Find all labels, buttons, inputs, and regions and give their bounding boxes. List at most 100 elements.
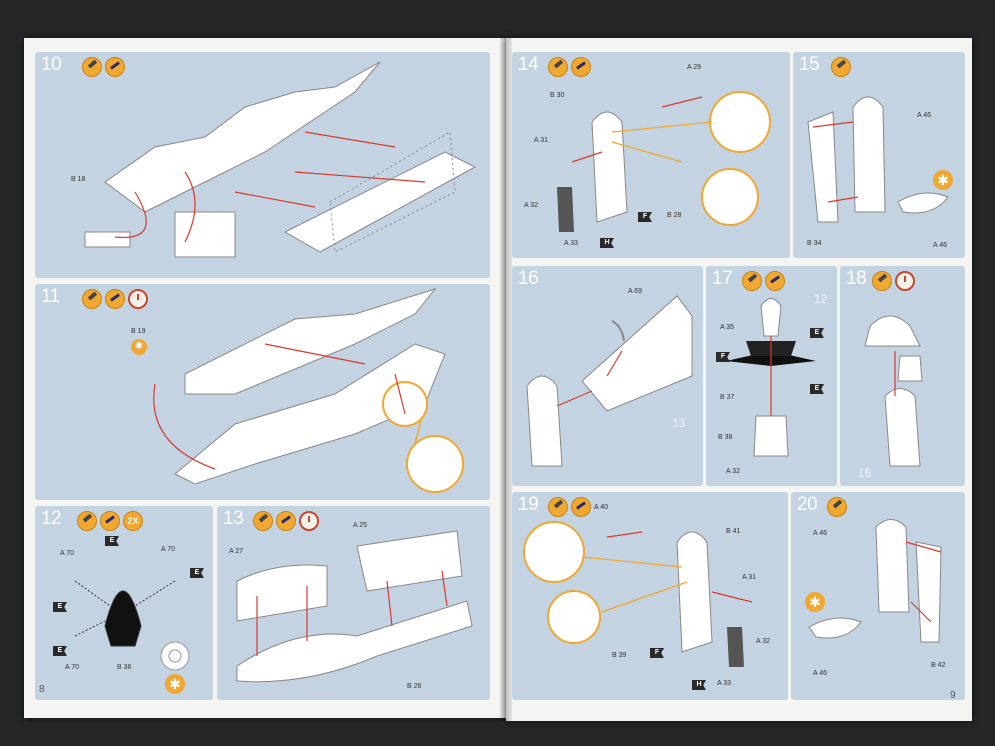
part-label: A 46	[813, 530, 828, 537]
part-label: A 27	[229, 548, 244, 555]
part-label: A 46	[813, 670, 828, 677]
step-number: 10	[41, 54, 62, 75]
step-20-drawing	[808, 519, 942, 643]
flag-e-icon: E	[810, 384, 824, 394]
glue-icon	[77, 511, 97, 531]
part-label: B 30	[550, 92, 565, 99]
step-17-panel: 17 12 A 35 B 37 B 38 A 32 E F E	[706, 266, 837, 486]
x2-icon: 2X	[123, 511, 143, 531]
step-11-panel: 11 B 19 ✱	[35, 284, 490, 500]
paint-marker-icon: ✱	[165, 674, 185, 694]
flag-f-icon: F	[638, 212, 652, 222]
step-15-panel: 15 A 46 B 34 A 46 ✱	[793, 52, 965, 258]
flag-e-icon: E	[53, 646, 67, 656]
part-label: A 33	[564, 240, 579, 247]
part-label: B 36	[117, 664, 132, 671]
clock-icon	[895, 271, 915, 291]
part-label: B 42	[931, 662, 946, 669]
glue-icon	[548, 497, 568, 517]
part-label: B 19	[131, 328, 145, 335]
step-13-drawing	[236, 530, 473, 683]
paint-icon	[571, 497, 591, 517]
step-number: 14	[518, 54, 539, 75]
step-13-panel: 13 A 25 A 27 B 26	[217, 506, 490, 700]
glue-icon	[742, 271, 762, 291]
paint-icon	[765, 271, 785, 291]
step-number: 17	[712, 268, 733, 289]
step-12-drawing	[74, 580, 190, 671]
flag-e-icon: E	[53, 602, 67, 612]
page-number-right: 9	[950, 690, 956, 701]
part-label: B 34	[807, 240, 822, 247]
step-19-panel: 19 A 40 B 41 A 31 A 32 B 39 A 33 F H	[512, 492, 788, 700]
booklet-spine	[500, 38, 512, 721]
paint-icon	[276, 511, 296, 531]
part-label: A 33	[717, 680, 732, 687]
part-label: B 28	[667, 212, 682, 219]
part-label: A 25	[353, 522, 368, 529]
glue-icon	[82, 289, 102, 309]
step-14-panel: 14 A 29 B 30 A 31 A 32 A 33 B 28 F H	[512, 52, 790, 258]
paint-icon	[105, 57, 125, 77]
step-20-panel: 20 A 46 B 42 A 46 ✱	[791, 492, 965, 700]
part-label: B 19	[131, 328, 146, 335]
flag-e-icon: E	[190, 568, 204, 578]
step-18-panel: 18 16	[840, 266, 965, 486]
part-label: B 38	[718, 434, 733, 441]
part-label: A 29	[687, 64, 702, 71]
step-number: 19	[518, 494, 539, 515]
step-12-panel: 12 2X A 70 A 70 A 70 B 36 E E E E ✱ 8	[35, 506, 213, 700]
step-16-panel: 16 A 69 13	[512, 266, 703, 486]
step-number: 18	[846, 268, 867, 289]
part-label: A 32	[756, 638, 771, 645]
step-14-drawing	[557, 91, 771, 232]
part-label: A 32	[524, 202, 539, 209]
step-10-panel: 10 B 18	[35, 52, 490, 278]
part-label: A 46	[933, 242, 948, 249]
flag-e-icon: E	[105, 536, 119, 546]
part-label: A 70	[65, 664, 80, 671]
paint-marker-icon: ✱	[131, 339, 147, 355]
step-number: 12	[41, 508, 62, 529]
part-label: A 31	[534, 137, 549, 144]
paint-icon	[100, 511, 120, 531]
part-label: A 46	[917, 112, 932, 119]
step-number: 20	[797, 494, 818, 515]
step-number: 16	[518, 268, 539, 289]
part-label: A 32	[726, 468, 741, 475]
glue-icon	[548, 57, 568, 77]
step-18-drawing	[864, 315, 923, 467]
part-label: A 31	[742, 574, 757, 581]
step-10-drawing	[84, 61, 477, 258]
glue-icon	[831, 57, 851, 77]
part-label: A 35	[720, 324, 735, 331]
flag-f-icon: F	[716, 352, 730, 362]
flag-h-icon: H	[692, 680, 706, 690]
step-11-drawing	[153, 288, 464, 493]
step-number: 15	[799, 54, 820, 75]
glue-icon	[82, 57, 102, 77]
clock-icon	[128, 289, 148, 309]
part-label: A 69	[628, 288, 643, 295]
ghost-part-number: 12	[814, 292, 828, 306]
step-19-drawing	[523, 521, 753, 667]
paint-icon	[105, 289, 125, 309]
step-16-drawing	[526, 295, 693, 467]
page-number-left: 8	[39, 684, 45, 695]
part-label: B 37	[720, 394, 735, 401]
part-label: A 70	[161, 546, 176, 553]
flag-h-icon: H	[600, 238, 614, 248]
part-label: A 70	[60, 550, 75, 557]
part-label: B 18	[71, 176, 86, 183]
ghost-part-number: 13	[672, 416, 686, 430]
step-number: 13	[223, 508, 244, 529]
paint-icon	[571, 57, 591, 77]
glue-icon	[872, 271, 892, 291]
part-label: B 26	[407, 683, 422, 690]
paint-marker-icon: ✱	[805, 592, 825, 612]
glue-icon	[253, 511, 273, 531]
flag-f-icon: F	[650, 648, 664, 658]
paint-marker-icon: ✱	[933, 170, 953, 190]
part-label: B 41	[726, 528, 741, 535]
step-15-drawing	[807, 96, 949, 223]
